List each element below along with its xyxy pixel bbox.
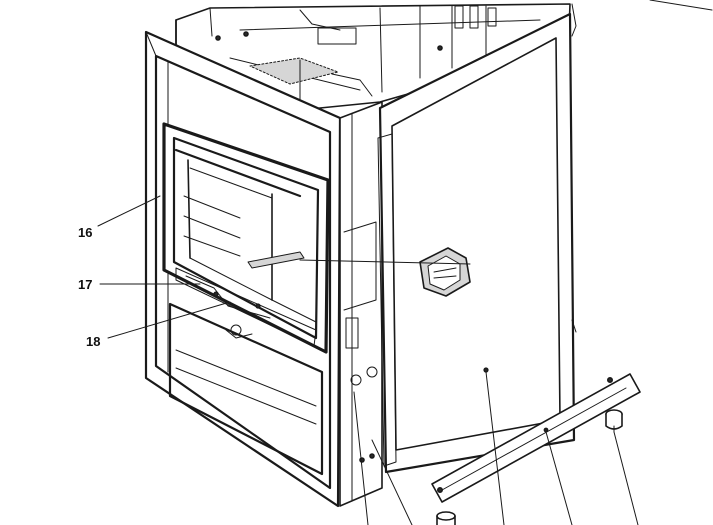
callout-16: 16 bbox=[78, 225, 92, 240]
oven-cavity bbox=[162, 122, 330, 354]
side-panel bbox=[339, 101, 383, 507]
foot-right bbox=[605, 409, 623, 433]
callout-18-leader bbox=[107, 301, 231, 339]
callout-16-leader bbox=[97, 195, 161, 227]
door-panel bbox=[299, 12, 577, 474]
bottom-bracket bbox=[431, 373, 641, 503]
callout-18: 18 bbox=[86, 334, 100, 349]
callout-17: 17 bbox=[78, 277, 92, 292]
leader-lines-bottom bbox=[353, 371, 639, 525]
foot-left bbox=[436, 511, 456, 525]
lower-compartment bbox=[168, 302, 324, 476]
